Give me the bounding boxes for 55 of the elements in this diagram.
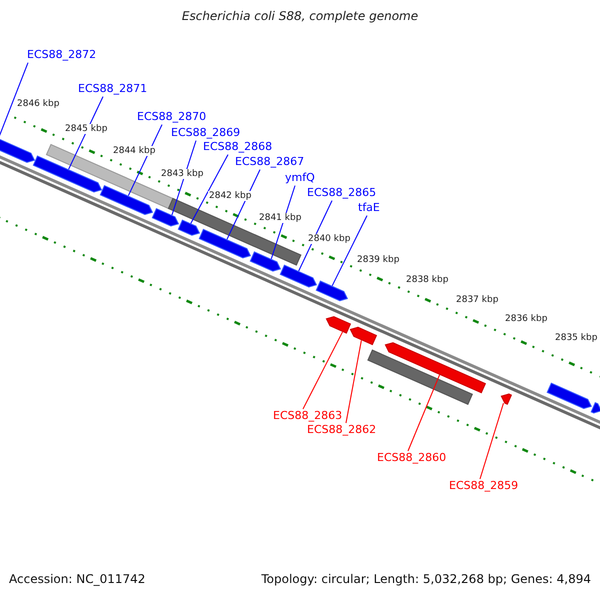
gene-label: ECS88_2869	[171, 127, 240, 140]
scale-label: 2837 kbp	[455, 295, 500, 306]
gene-label: ECS88_2859	[449, 480, 518, 493]
gene-feature	[198, 228, 252, 258]
leader-line	[68, 96, 104, 170]
gene-label: tfaE	[358, 202, 380, 215]
gene-feature	[326, 316, 352, 334]
gene-feature	[100, 185, 154, 216]
map-title: Escherichia coli S88, complete genome	[180, 10, 420, 24]
leader-line	[190, 154, 228, 224]
leader-line	[128, 124, 162, 196]
leader-line	[408, 374, 440, 452]
leader-line	[480, 402, 504, 480]
scale-label: 2840 kbp	[307, 234, 352, 244]
gene-feature	[280, 264, 318, 288]
gene-label: ECS88_2867	[235, 156, 304, 169]
gene-label: ECS88_2870	[137, 111, 206, 124]
gene-label: ECS88_2868	[203, 141, 272, 154]
gene-feature	[546, 382, 592, 410]
gene-feature	[316, 280, 348, 302]
genome-stats-text: Topology: circular; Length: 5,032,268 bp; Genes: 4,894	[261, 573, 591, 587]
gene-feature	[590, 402, 600, 414]
scale-label: 2844 kbp	[112, 146, 156, 156]
scale-label: 2839 kbp	[356, 255, 400, 266]
gene-feature	[0, 137, 36, 163]
gene-label: ymfQ	[285, 172, 315, 185]
leader-line	[346, 340, 362, 424]
leader-line	[226, 169, 260, 240]
leader-line	[298, 200, 332, 272]
accession-text: Accession: NC_011742	[9, 573, 146, 587]
scale-label: 2843 kbp	[160, 169, 204, 180]
gene-feature	[350, 326, 378, 346]
gene-label: ECS88_2862	[307, 424, 376, 437]
scale-label: 2841 kbp	[258, 213, 302, 224]
gene-label: ECS88_2872	[27, 49, 96, 62]
scale-label: 2838 kbp	[405, 275, 450, 286]
gene-feature	[500, 393, 512, 405]
gene-feature	[250, 251, 282, 272]
gene-feature	[178, 220, 200, 236]
scale-label: 2836 kbp	[504, 314, 548, 324]
leader-line	[171, 140, 196, 216]
scale-label: 2835 kbp	[554, 333, 598, 344]
gene-label: ECS88_2863	[273, 410, 342, 423]
gene-label: ECS88_2871	[78, 83, 148, 96]
gene-feature	[367, 349, 473, 405]
leader-line	[270, 185, 296, 260]
leader-line	[332, 215, 368, 286]
scale-label: 2846 kbp	[16, 99, 60, 110]
gene-label: ECS88_2865	[307, 187, 376, 200]
scale-label: 2845 kbp	[64, 124, 108, 134]
scale-label: 2842 kbp	[208, 191, 252, 202]
leader-line	[302, 331, 344, 410]
gene-label: ECS88_2860	[377, 452, 446, 465]
gene-feature	[32, 155, 102, 192]
gene-feature	[384, 342, 486, 394]
